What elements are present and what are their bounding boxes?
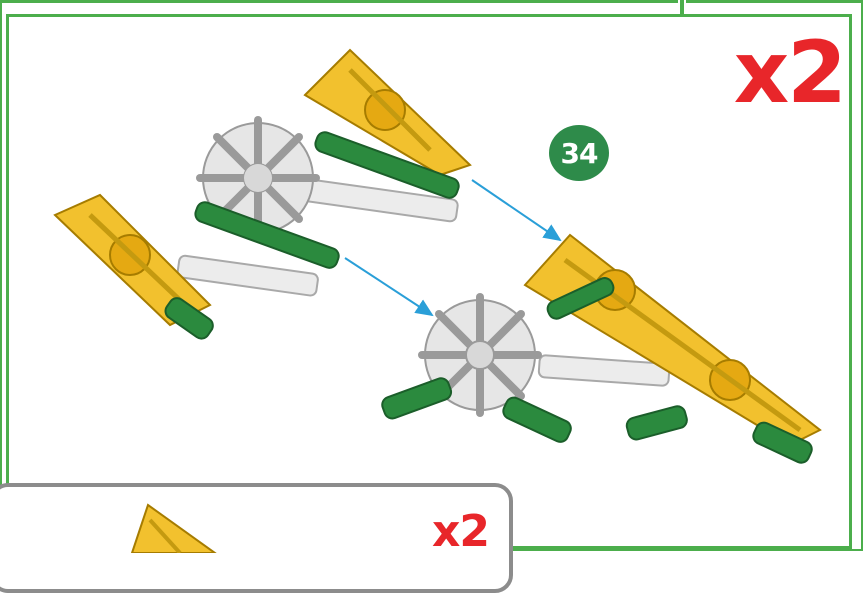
next-quantity-label: x2 bbox=[432, 510, 489, 554]
yellow-connector-partial bbox=[132, 505, 215, 553]
next-step-illustration bbox=[0, 0, 863, 553]
